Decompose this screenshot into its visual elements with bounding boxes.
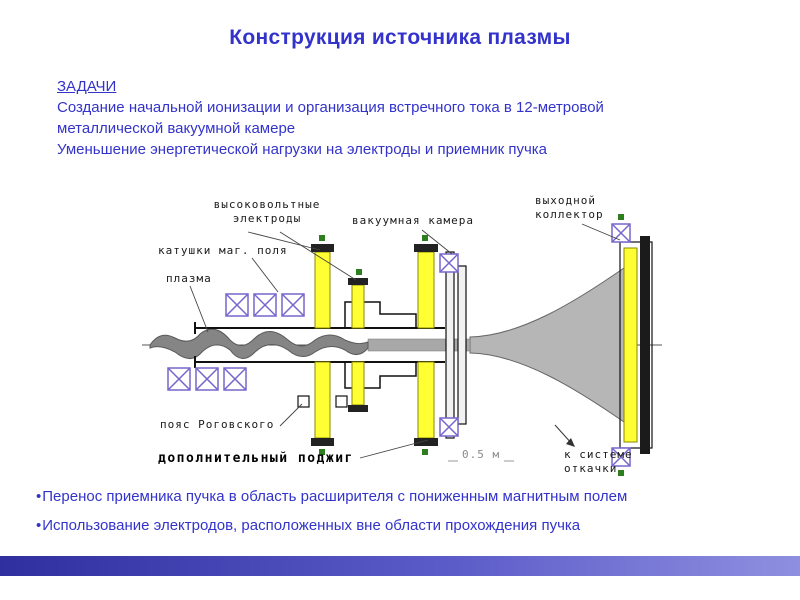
insulator-dot [319, 449, 325, 455]
chamber-flange-outer [445, 251, 455, 439]
pump-arrow [554, 424, 575, 447]
collector-frame [619, 241, 653, 449]
leader-line [189, 285, 209, 333]
label-plasma: плазма [166, 272, 212, 285]
coil-box [195, 367, 219, 391]
hv-electrode-top [314, 251, 331, 329]
leader-line [581, 223, 621, 241]
label-rogowski-belt: пояс Роговского [160, 418, 275, 431]
label-additional-ignition: дополнительный поджиг [158, 451, 354, 466]
hv-electrode-bottom [314, 361, 331, 439]
insulator-dots [319, 214, 624, 476]
expander-funnel [469, 267, 625, 423]
chamber-flange-inner [457, 265, 467, 425]
leader-line [359, 439, 429, 459]
label-hv-electrodes: высоковольтные электроды [213, 198, 321, 225]
coil-box [253, 293, 277, 317]
bottom-accent-bar [0, 556, 800, 576]
label-vacuum-chamber: вакуумная камера [352, 214, 474, 227]
leader-lines [189, 223, 621, 459]
tasks-heading: ЗАДАЧИ [57, 78, 117, 95]
coil-box [611, 447, 631, 467]
plasma-source-diagram: высоковольтные электроды вакуумная камер… [130, 190, 690, 490]
label-output-collector: выходной коллектор [535, 194, 604, 221]
leader-line [251, 257, 279, 293]
coil-box [611, 223, 631, 243]
tasks-block: ЗАДАЧИ Создание начальной ионизации и ор… [57, 76, 747, 160]
source-body-upper [344, 301, 417, 328]
conclusion-bullets: Перенос приемника пучка в область расшир… [36, 488, 776, 546]
feedthrough-cap [348, 278, 368, 285]
insulator-dot [422, 449, 428, 455]
label-scale: 0.5 м [462, 448, 501, 461]
feedthrough-cap [348, 405, 368, 412]
insulator-dot [618, 470, 624, 476]
leader-line [279, 403, 303, 427]
insulator-dot [422, 235, 428, 241]
task-line-2: Уменьшение энергетической нагрузки на эл… [57, 141, 548, 158]
feedthrough-cap [311, 244, 334, 252]
coil-box [439, 253, 459, 273]
label-mag-coils: катушки маг. поля [158, 244, 288, 257]
collector-end-plate [640, 236, 650, 454]
mid-electrode-top [351, 284, 365, 329]
insulator-dot [319, 235, 325, 241]
page-title: Конструкция источника плазмы [229, 26, 571, 49]
rogowski-belt-section [297, 395, 348, 408]
coil-box [225, 293, 249, 317]
insulator-dot [356, 269, 362, 275]
coil-box [281, 293, 305, 317]
leader-line [247, 231, 321, 251]
insulator-dot [618, 214, 624, 220]
feedthrough-cap [414, 244, 438, 252]
source-body-lower [344, 362, 417, 389]
coil-box [439, 417, 459, 437]
task-line-1: Создание начальной ионизации и организац… [57, 99, 604, 137]
mid-electrode-bottom [351, 361, 365, 406]
leader-line [279, 231, 357, 281]
beam-channel [367, 338, 471, 352]
chamber-electrode-bottom [417, 361, 435, 439]
chamber-electrode-top [417, 251, 435, 329]
plasma-shape [149, 328, 369, 359]
feedthrough-cap [414, 438, 438, 446]
coil-box [167, 367, 191, 391]
leader-line [421, 229, 453, 255]
label-pump-system: к системе откачки [564, 448, 633, 475]
bullet-item: Использование электродов, расположенных … [36, 517, 776, 534]
collector-electrode [623, 247, 638, 443]
feedthrough-cap [311, 438, 334, 446]
coil-box [223, 367, 247, 391]
bullet-item: Перенос приемника пучка в область расшир… [36, 488, 776, 505]
magnet-coil-boxes [167, 223, 631, 467]
plasma-source-schematic [142, 214, 662, 476]
